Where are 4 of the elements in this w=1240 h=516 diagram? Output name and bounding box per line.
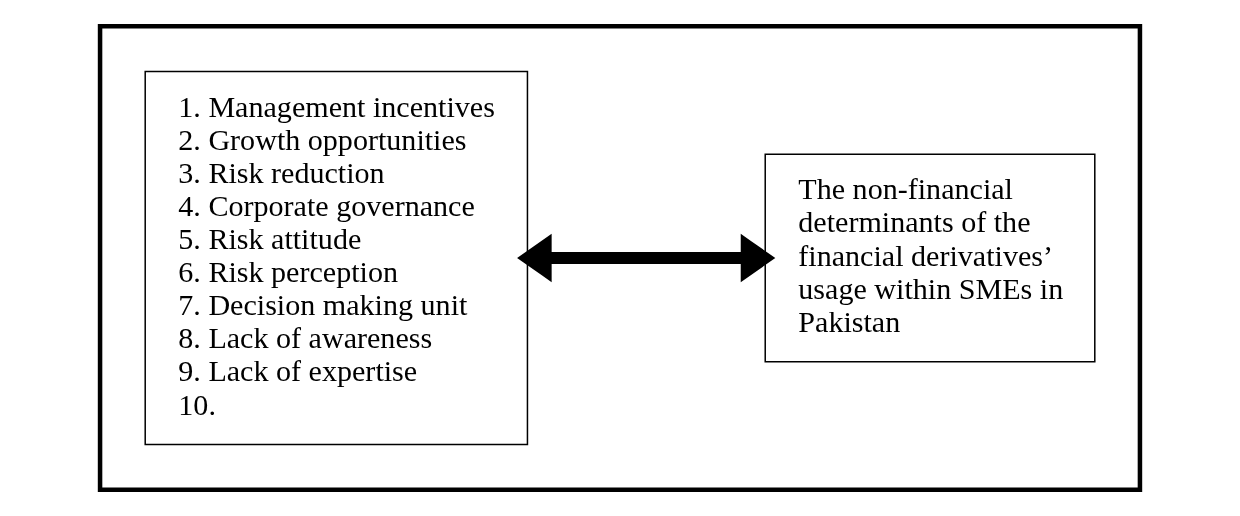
cluster xyxy=(97,24,1143,492)
node-box: 1. Management incentives 2. Growth opportunities 3. Risk reduction 4. Corporate governance 5. Risk attitude 6. Risk perception 7. Decision making unit 8. Lack of awareness 9. Lack of expertise 10. xyxy=(144,70,529,446)
node-box: The non-financial determinants of the financial derivatives’ usage within SMEs in Pakistan xyxy=(764,153,1096,363)
arrow xyxy=(517,233,776,283)
